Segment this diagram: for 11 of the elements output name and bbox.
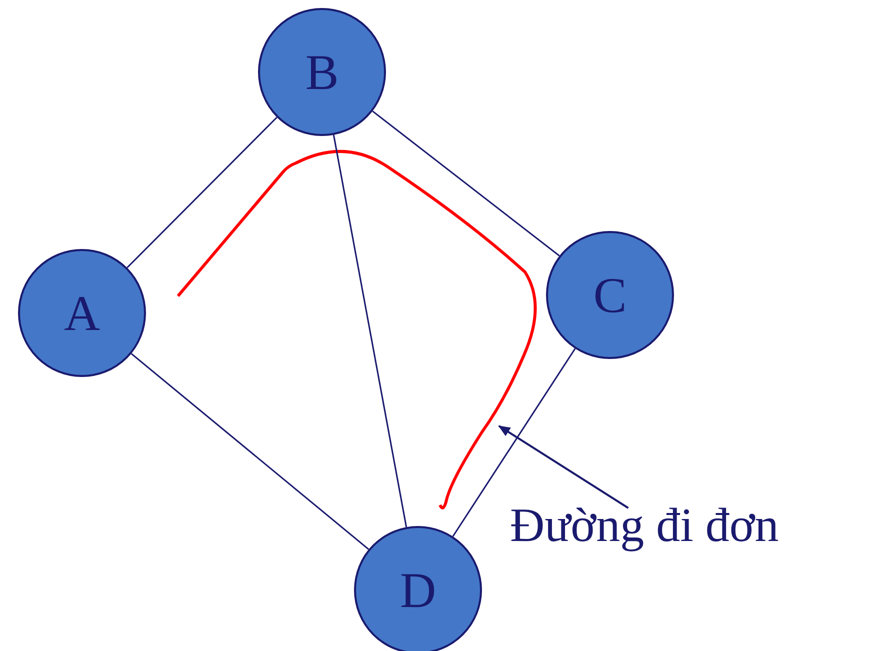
graph-edge	[130, 353, 370, 550]
graph-edge	[332, 134, 408, 528]
leader-line	[498, 425, 629, 509]
graph-edge	[372, 110, 560, 256]
circle-node: A	[18, 249, 146, 377]
circle-node: C	[546, 231, 674, 359]
graph-edge	[452, 348, 576, 537]
graph-edge	[126, 116, 278, 268]
circle-node: B	[258, 8, 386, 136]
circle-node: D	[354, 526, 482, 651]
annotation-label: Đường đi đơn	[510, 498, 779, 553]
